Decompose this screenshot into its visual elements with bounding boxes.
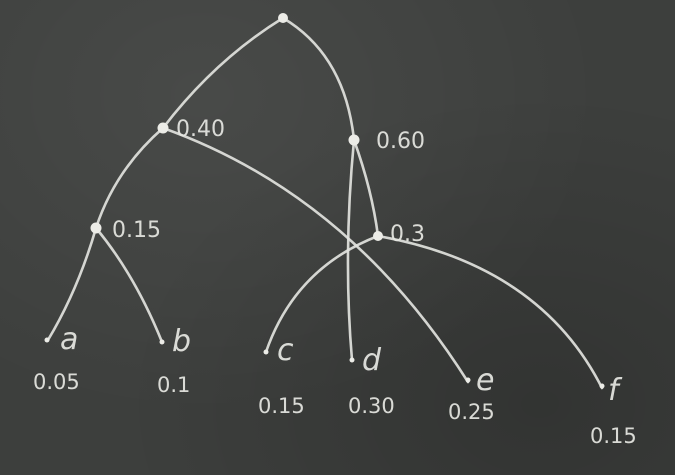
- leaf-probabilities: 0.05 0.1 0.15 0.30 0.25 0.15: [33, 370, 637, 448]
- edge-root-040: [161, 16, 285, 130]
- leaf-b-prob: 0.1: [157, 373, 190, 397]
- node-040: [157, 122, 169, 134]
- internal-probabilities: 0.40 0.60 0.15 0.3: [112, 117, 425, 247]
- edge-060-d: [346, 138, 356, 362]
- node-040-label: 0.40: [176, 117, 225, 142]
- leaf-c-letter: c: [277, 333, 294, 368]
- node-015-label: 0.15: [112, 218, 161, 243]
- leaf-e-dot: [465, 377, 471, 383]
- leaf-e-prob: 0.25: [448, 400, 495, 424]
- leaf-b-dot: [159, 339, 165, 345]
- leaf-f-letter: f: [608, 373, 623, 408]
- leaf-f-prob: 0.15: [590, 424, 637, 448]
- leaf-d-dot: [349, 357, 355, 363]
- leaf-a-dot: [44, 337, 50, 343]
- edge-040-e: [161, 126, 470, 384]
- leaf-b-letter: b: [172, 324, 191, 359]
- root-node: [278, 13, 288, 23]
- node-060-label: 0.60: [376, 129, 425, 154]
- edge-03-f: [376, 234, 604, 390]
- node-03-label: 0.3: [390, 222, 425, 247]
- leaf-c-dot: [263, 349, 269, 355]
- leaf-d-letter: d: [362, 343, 382, 378]
- node-060: [348, 134, 360, 146]
- leaf-d-prob: 0.30: [348, 394, 395, 418]
- edge-060-03: [352, 138, 380, 238]
- edge-015-a: [46, 226, 98, 342]
- node-03: [373, 231, 383, 241]
- leaf-f-dot: [599, 383, 605, 389]
- node-015: [90, 222, 102, 234]
- leaf-a-letter: a: [60, 322, 78, 357]
- edge-03-c: [264, 234, 380, 354]
- tree-edges: [46, 16, 604, 390]
- leaf-a-prob: 0.05: [33, 370, 80, 394]
- leaf-e-letter: e: [476, 363, 494, 398]
- edge-root-060: [281, 16, 356, 142]
- leaf-symbols: a b c d e f: [60, 322, 623, 408]
- edge-015-b: [94, 226, 164, 344]
- leaf-c-prob: 0.15: [258, 394, 305, 418]
- edge-040-015: [94, 126, 165, 230]
- tree-nodes: [44, 13, 605, 389]
